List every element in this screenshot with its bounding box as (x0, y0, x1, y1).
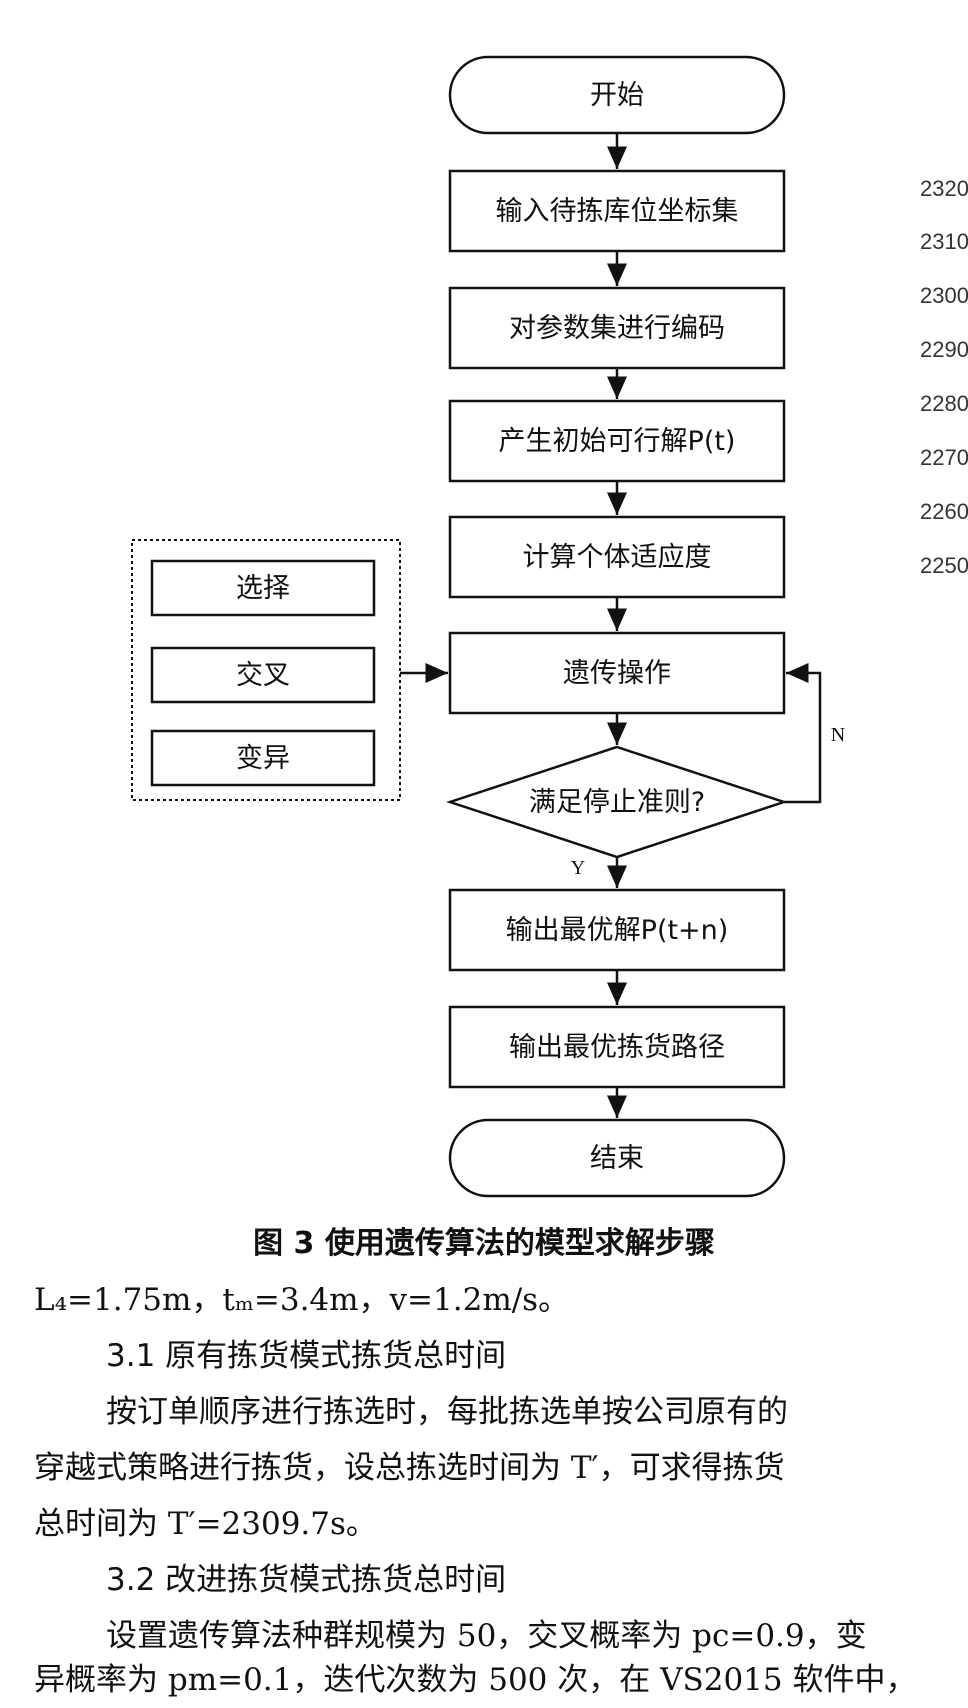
no-label: N (831, 724, 845, 746)
decision-label: 满足停止准则? (529, 787, 705, 818)
section-title: 原有拣货模式拣货总时间 (165, 1338, 507, 1374)
fitness-label: 计算个体适应度 (523, 542, 712, 573)
op-mutate-box (150, 729, 376, 787)
section-3-2-heading: 3.2 改进拣货模式拣货总时间 (34, 1552, 968, 1608)
input-box (448, 169, 786, 253)
side-axis-tick: 2290 (920, 337, 968, 362)
input-label: 输入待拣库位坐标集 (496, 196, 739, 227)
output-solution-label: 输出最优解P(t+n) (506, 915, 729, 946)
init-box (448, 399, 786, 483)
op-select-label: 选择 (236, 573, 290, 604)
output-solution-box (448, 888, 786, 972)
section-number: 3.2 (106, 1562, 156, 1598)
paragraph-line: 异概率为 pm=0.1，迭代次数为 500 次，在 VS2015 软件中， (34, 1662, 917, 1698)
side-axis-tick: 2310 (920, 229, 968, 254)
section-3-1-heading: 3.1 原有拣货模式拣货总时间 (34, 1328, 968, 1384)
paragraph-line: 总时间为 T′=2309.7s。 (34, 1506, 377, 1542)
op-select-box (150, 559, 376, 617)
output-path-box (448, 1005, 786, 1089)
operate-label: 遗传操作 (563, 658, 671, 689)
output-path-label: 输出最优拣货路径 (509, 1032, 725, 1063)
op-cross-box (150, 646, 376, 704)
start-label: 开始 (590, 80, 644, 111)
op-cross-label: 交叉 (236, 660, 290, 691)
flowchart-diagram: 开始 输入待拣库位坐标集 对参数集进行编码 产生初始可行解P(t) 计算个体适应… (131, 55, 845, 1198)
section-number: 3.1 (106, 1338, 156, 1374)
connectors (400, 133, 822, 1118)
side-axis-tick: 2260 (920, 499, 968, 524)
figure-caption: 图 3 使用遗传算法的模型求解步骤 (253, 1226, 715, 1261)
params-line: L₄=1.75m，tₘ=3.4m，v=1.2m/s。 (34, 1282, 570, 1318)
paragraph-line: 穿越式策略进行拣货，设总拣选时间为 T′，可求得拣货 (34, 1450, 785, 1486)
paragraph-line: 按订单顺序进行拣选时，每批拣选单按公司原有的 (106, 1394, 788, 1430)
end-terminal (448, 1118, 786, 1198)
side-axis-tick: 2250 (920, 553, 968, 578)
encode-box (448, 286, 786, 370)
end-label: 结束 (590, 1143, 644, 1174)
section-title: 改进拣货模式拣货总时间 (165, 1562, 507, 1598)
yes-label: Y (571, 857, 585, 879)
op-mutate-label: 变异 (236, 743, 290, 774)
side-axis-tick: 2270 (920, 445, 968, 470)
paragraph-line: 设置遗传算法种群规模为 50，交叉概率为 pc=0.9，变 (106, 1618, 867, 1654)
init-label: 产生初始可行解P(t) (499, 426, 736, 457)
side-axis-tick: 2320 (920, 176, 968, 201)
encode-label: 对参数集进行编码 (509, 313, 725, 344)
side-axis-tick: 2280 (920, 391, 968, 416)
side-axis-tick: 2300 (920, 283, 968, 308)
